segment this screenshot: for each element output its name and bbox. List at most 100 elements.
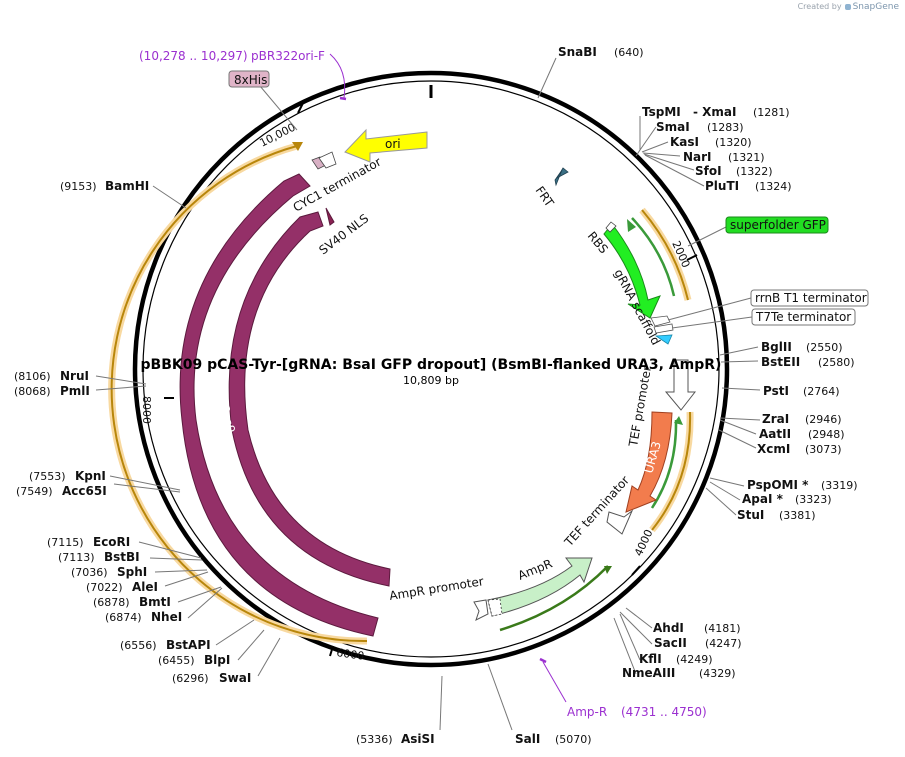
site-labels: SnaBI (640) TspMI - XmaI (1281) SmaI (12… — [14, 45, 858, 746]
t7te-terminator-box-label — [751, 308, 856, 326]
tef-promoter-label: TEF promoter — [626, 365, 654, 449]
rrnb-leader — [667, 297, 752, 321]
ura3-arrow — [625, 411, 673, 513]
gfp-primer-line — [631, 217, 676, 297]
backbone-outer — [132, 70, 730, 668]
snapgene-credit: Created by SnapGene — [798, 2, 899, 12]
site-smai-pos: (1283) — [707, 121, 744, 134]
ura3-primer-line — [650, 419, 678, 509]
frt-arrow — [554, 167, 569, 187]
tick-mark-2000 — [686, 254, 698, 261]
site-blpi-pos: (6455) — [158, 654, 195, 667]
credit-prefix: Created by — [797, 2, 842, 11]
site-ecori-pos: (7115) — [47, 536, 84, 549]
leader-acc65i — [113, 483, 181, 493]
cas9-outer-label: Cas9 — [217, 402, 238, 434]
pbr322ori-f-mark — [339, 96, 347, 101]
ampr-promoter-arrow — [473, 599, 489, 621]
8xhis-box — [228, 70, 270, 88]
leader-sfoi — [643, 153, 695, 171]
site-bstapi-name: BstAPI — [166, 638, 211, 652]
site-bstbi-pos: (7113) — [58, 551, 95, 564]
site-swai-pos: (6296) — [172, 672, 209, 685]
ura3-primer-arrow-icon — [674, 416, 683, 425]
site-sphi-pos: (7036) — [71, 566, 108, 579]
t7te-terminator-label: T7Te terminator — [755, 310, 851, 324]
leader-nari — [642, 152, 681, 157]
site-aatii-pos: (2948) — [808, 428, 845, 441]
rbs-box — [605, 221, 617, 233]
plasmid-name: pBBK09 pCAS-Tyr-[gRNA: BsaI GFP dropout]… — [141, 357, 722, 373]
leader-bstbi — [149, 557, 203, 561]
credit-brand: SnapGene — [852, 2, 899, 12]
site-kpni-name: KpnI — [75, 469, 106, 483]
site-asisi-pos: (5336) — [356, 733, 393, 746]
leader-stui — [705, 487, 737, 516]
superfolder-gfp-label: superfolder GFP — [730, 218, 826, 232]
site-alei-name: AleI — [132, 580, 158, 594]
site-ahdi-pos: (4181) — [704, 622, 741, 635]
site-stui-pos: (3381) — [779, 509, 816, 522]
ori-label: ori — [385, 137, 401, 151]
site-bmti-pos: (6878) — [93, 596, 130, 609]
t7te-terminator-box — [653, 323, 674, 334]
site-kasi-pos: (1320) — [715, 136, 752, 149]
leader-nrui — [95, 375, 147, 385]
leader-bstapi — [215, 619, 255, 646]
site-pluti-name: PluTI — [705, 179, 739, 193]
pbr322ori-f-label: pBR322ori-F — [251, 49, 325, 63]
superfolder-gfp-box — [725, 216, 829, 234]
ampr-primer-arrow-icon — [604, 566, 612, 574]
leader-psti — [721, 387, 761, 391]
site-nmeaiii-pos: (4329) — [699, 667, 736, 680]
tef-terminator-label: TEF terminator — [561, 473, 632, 550]
leader-kfli — [619, 613, 641, 661]
leader-swai — [257, 637, 281, 677]
backbone-inner — [142, 80, 720, 658]
cas9-outline-arc-core — [110, 145, 368, 643]
gfp-outline-arc-core — [641, 209, 689, 301]
ori-arrow — [344, 128, 428, 163]
site-bstapi-pos: (6556) — [120, 639, 157, 652]
amp-r-label: Amp-R — [567, 705, 607, 719]
ampr-start-box — [487, 598, 503, 617]
leader-alei — [164, 571, 209, 587]
ampr-primer-line — [499, 565, 609, 632]
site-sphi-name: SphI — [117, 565, 147, 579]
sv40-nls-label: SV40 NLS — [316, 211, 371, 257]
site-bamhi-pos: (9153) — [60, 180, 97, 193]
leader-ahdi — [625, 607, 653, 629]
site-xmai-pos: (1281) — [753, 106, 790, 119]
tef-terminator-arrow — [606, 509, 634, 535]
site-snabi-name: SnaBI — [558, 45, 597, 59]
leader-apai — [709, 481, 741, 501]
site-pmli-pos: (8068) — [14, 385, 51, 398]
amp-r-coords: (4731 .. 4750) — [621, 705, 707, 719]
site-kfli-name: KflI — [639, 652, 662, 666]
leader-bsteii — [720, 360, 759, 363]
site-kpni-pos: (7553) — [29, 470, 66, 483]
cas9-outline-arrow-icon — [292, 142, 303, 151]
leader-kasi — [641, 141, 669, 153]
tick-mark-4000 — [631, 565, 641, 576]
leader-zrai — [719, 417, 761, 421]
tef-promoter-arrow — [664, 359, 697, 411]
site-sfoi-name: SfoI — [695, 164, 722, 178]
site-psti-pos: (2764) — [803, 385, 840, 398]
cas9-inner-arrow — [228, 211, 391, 587]
site-kasi-name: KasI — [670, 135, 699, 149]
gfp-leader — [687, 226, 727, 247]
leader-sacii — [619, 611, 653, 645]
ampr-arrow — [487, 557, 593, 617]
leader-nhei — [187, 587, 223, 619]
site-ahdi-name: AhdI — [653, 621, 684, 635]
superfolder-gfp-arrow — [603, 223, 661, 319]
leader-aatii — [719, 419, 757, 435]
site-bglii-pos: (2550) — [806, 341, 843, 354]
leader-xcmi — [718, 429, 757, 449]
site-nmeaiii-name: NmeAIII — [622, 666, 675, 680]
leader-snabi — [537, 57, 557, 99]
grna-scaffold-arrow — [654, 334, 673, 345]
site-nari-pos: (1321) — [728, 151, 765, 164]
cyc1-terminator-box — [318, 151, 337, 169]
